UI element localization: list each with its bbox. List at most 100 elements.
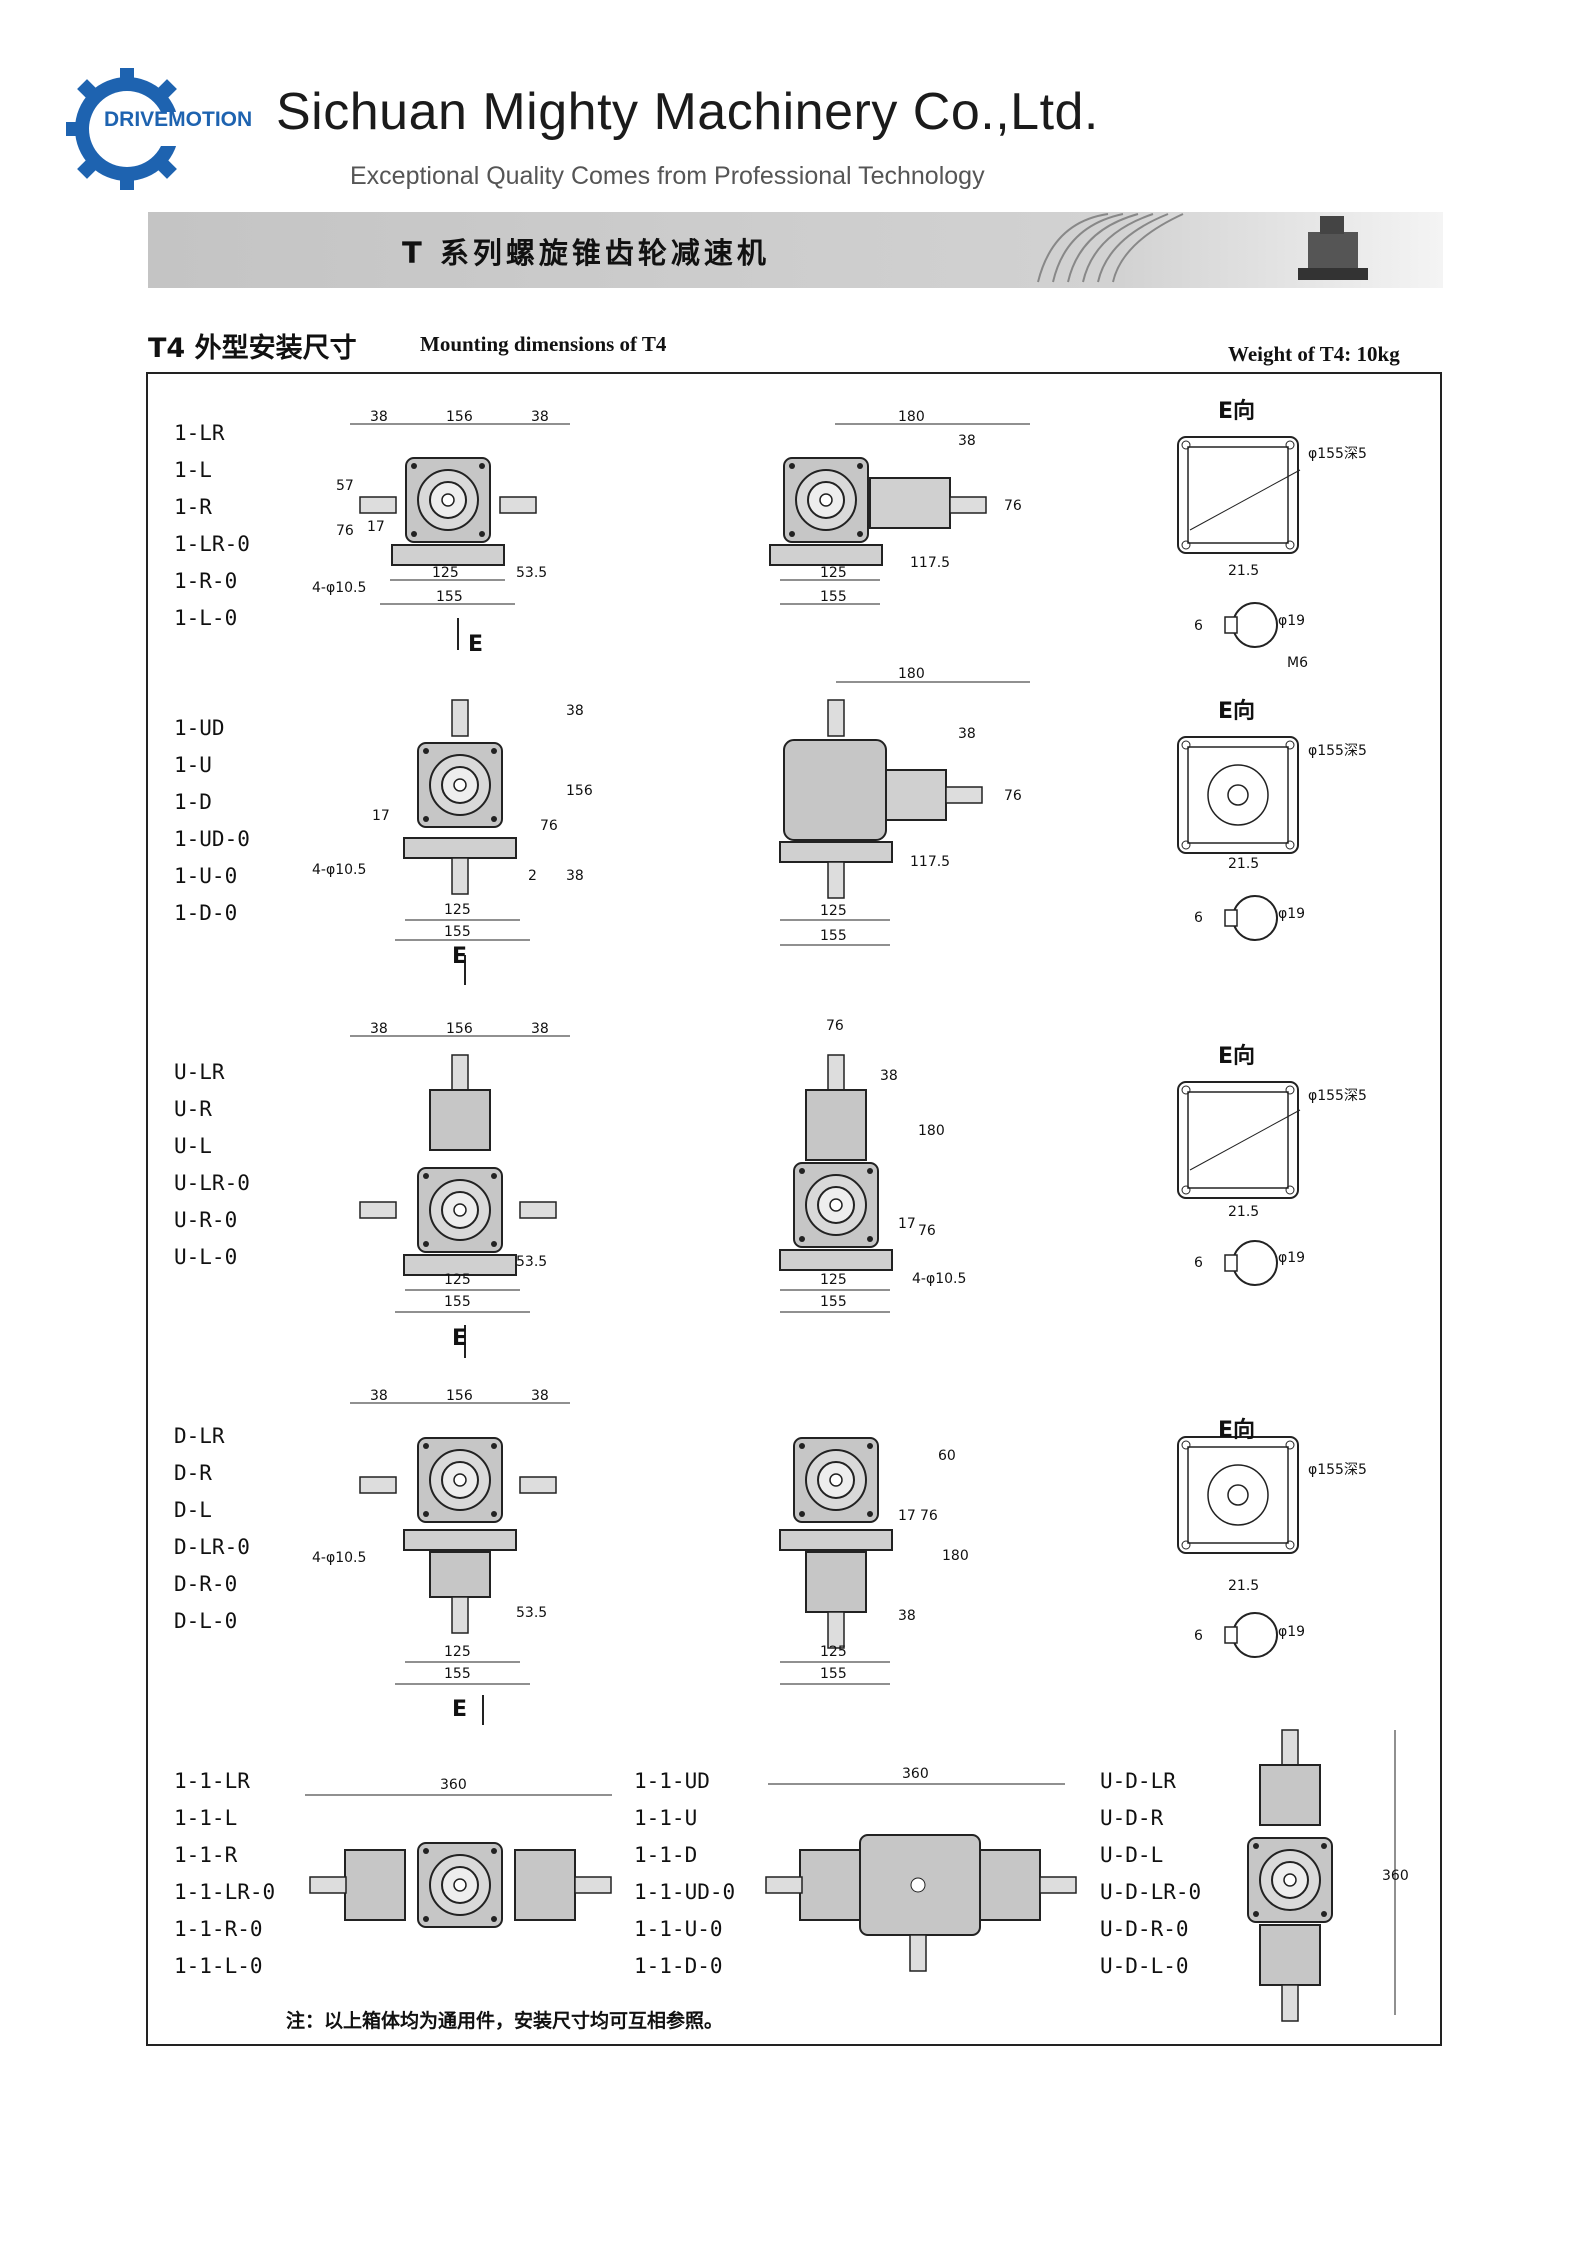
e-direction-label: E向 (1218, 1417, 1255, 1443)
dim-label: 125 (820, 1272, 847, 1288)
dim-label: 17 (898, 1508, 916, 1524)
model-code: U-D-R (1100, 1806, 1164, 1830)
series-banner (148, 212, 1443, 288)
model-code: 1-1-U-0 (634, 1917, 723, 1941)
dim-label: φ19 (1278, 1624, 1305, 1640)
drawing-frame (146, 372, 1442, 2046)
model-code: D-L-0 (174, 1609, 238, 1633)
drawing-1-side (769, 423, 1030, 605)
model-code: D-L (174, 1498, 212, 1522)
flange-label: φ155深5 (1308, 446, 1367, 462)
dim-label: 6 (1194, 1628, 1203, 1644)
dim-label: 38 (958, 433, 976, 449)
dim-label: φ19 (1278, 906, 1305, 922)
model-code: 1-1-L (174, 1806, 238, 1830)
drawing-4-front (350, 1402, 570, 1725)
drawing-3-side (779, 1054, 893, 1313)
model-code: U-R-0 (174, 1208, 238, 1232)
dim-label: 155 (820, 1294, 847, 1310)
drawing-1-1 (305, 1794, 612, 1928)
model-list-row2: 1-UD 1-U 1-D 1-UD-0 1-U-0 1-D-0 (174, 710, 250, 932)
dim-label: 53.5 (516, 1254, 547, 1270)
model-code: U-D-L-0 (1100, 1954, 1189, 1978)
dim-label: 38 (566, 703, 584, 719)
drawing-u-d (1247, 1729, 1396, 2022)
model-code: 1-1-L-0 (174, 1954, 263, 1978)
dim-label: 180 (898, 666, 925, 682)
dim-label: φ19 (1278, 1250, 1305, 1266)
model-code: D-R-0 (174, 1572, 238, 1596)
dim-label: 4-φ10.5 (312, 1550, 366, 1566)
model-code: 1-1-LR (174, 1769, 250, 1793)
model-code: U-R (174, 1097, 212, 1121)
dim-label: 156 (566, 783, 593, 799)
dim-label: 38 (531, 409, 549, 425)
dim-label: 125 (444, 1272, 471, 1288)
dim-label: 76 (1004, 498, 1022, 514)
model-code: 1-1-UD-0 (634, 1880, 736, 1904)
e-arrow-label: E (452, 1326, 467, 1351)
flange-label: φ155深5 (1308, 743, 1367, 759)
e-direction-label: E向 (1218, 1043, 1255, 1069)
dim-label: 360 (440, 1777, 467, 1793)
dim-label: 60 (938, 1448, 956, 1464)
dim-label: 57 (336, 478, 354, 494)
drawing-2-front (395, 699, 530, 985)
model-code: 1-1-D-0 (634, 1954, 723, 1978)
dim-label: 180 (942, 1548, 969, 1564)
model-code: 1-R (174, 495, 212, 519)
drawing-1-e-view (1177, 436, 1301, 648)
model-code: 1-U-0 (174, 864, 238, 888)
dim-label: 155 (436, 589, 463, 605)
dim-label: 38 (880, 1068, 898, 1084)
model-list-row1: 1-LR 1-L 1-R 1-LR-0 1-R-0 1-L-0 (174, 415, 250, 637)
drivemotion-logo (66, 68, 262, 190)
weight-label: Weight of T4: 10kg (1228, 342, 1400, 366)
dim-label: 155 (444, 1294, 471, 1310)
model-code: D-LR-0 (174, 1535, 250, 1559)
dim-label: 6 (1194, 1255, 1203, 1271)
model-code: 1-UD-0 (174, 827, 250, 851)
dim-label: 21.5 (1228, 856, 1259, 872)
dim-label: 125 (820, 903, 847, 919)
company-name: Sichuan Mighty Machinery Co.,Ltd. (276, 83, 1099, 141)
drawing-2-side (779, 681, 1030, 946)
dim-label: 156 (446, 409, 473, 425)
dim-label: 76 (920, 1508, 938, 1524)
dim-label: 76 (540, 818, 558, 834)
dim-label: 4-φ10.5 (312, 862, 366, 878)
model-code: 1-D-0 (174, 901, 238, 925)
dim-label: 17 (372, 808, 390, 824)
dim-label: 156 (446, 1388, 473, 1404)
section-title: T4 外型安装尺寸 (148, 333, 357, 364)
dim-label: 155 (444, 924, 471, 940)
dim-label: 156 (446, 1021, 473, 1037)
e-arrow-label: E (452, 944, 467, 969)
logo-wordmark: DRIVEMOTION (104, 108, 253, 131)
dim-label: 155 (820, 928, 847, 944)
dim-label: 2 (528, 868, 537, 884)
dim-label: 125 (820, 565, 847, 581)
dim-label: 17 (367, 519, 385, 535)
dim-label: 117.5 (910, 555, 950, 571)
dim-label: 6 (1194, 910, 1203, 926)
dimension-labels: 38 156 38 57 76 17 4-φ10.5 125 53.5 155 … (312, 398, 1409, 1884)
model-code: 1-1-R-0 (174, 1917, 263, 1941)
model-code: U-D-L (1100, 1843, 1164, 1867)
dim-label: 125 (444, 1644, 471, 1660)
model-code: U-D-LR (1100, 1769, 1176, 1793)
dim-label: 17 (898, 1216, 916, 1232)
dim-label: 21.5 (1228, 1578, 1259, 1594)
model-list-bottom-a: 1-1-LR 1-1-L 1-1-R 1-1-LR-0 1-1-R-0 1-1-… (174, 1763, 275, 1985)
dim-label: 125 (432, 565, 459, 581)
model-list-row3: U-LR U-R U-L U-LR-0 U-R-0 U-L-0 (174, 1054, 250, 1276)
dim-label: 76 (1004, 788, 1022, 804)
dim-label: M6 (1287, 655, 1308, 671)
model-code: 1-L-0 (174, 606, 238, 630)
model-code: 1-1-D (634, 1843, 698, 1867)
model-code: 1-U (174, 753, 212, 777)
model-list-row4: D-LR D-R D-L D-LR-0 D-R-0 D-L-0 (174, 1418, 250, 1640)
model-code: 1-1-R (174, 1843, 238, 1867)
dim-label: 38 (898, 1608, 916, 1624)
drawing-4-e-view (1177, 1436, 1299, 1658)
